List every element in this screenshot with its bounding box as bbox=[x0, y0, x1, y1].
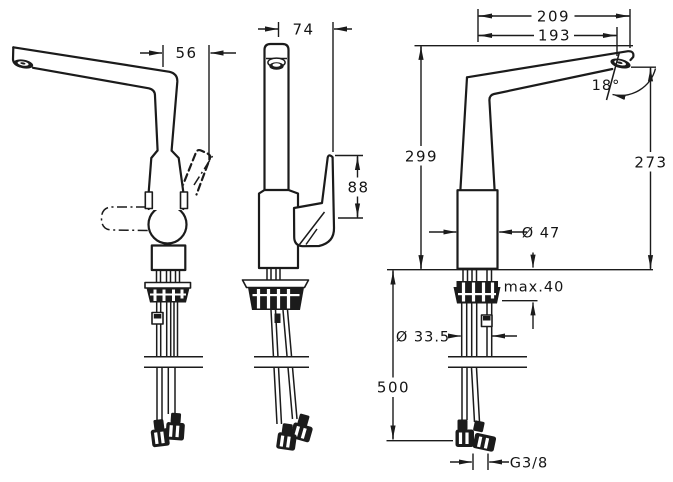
lever-ball-joint bbox=[147, 204, 188, 245]
dim-thread-size: G3/8 bbox=[450, 453, 549, 472]
mounting-flange bbox=[144, 281, 192, 289]
dim-total-height: 299 bbox=[403, 45, 633, 270]
dim-thread-size-label: G3/8 bbox=[510, 456, 549, 472]
dim-spout-angle-label: 18° bbox=[592, 78, 621, 94]
dim-front-depth-label: 74 bbox=[292, 21, 314, 39]
spout-column bbox=[263, 42, 290, 191]
hose-connector bbox=[455, 419, 474, 447]
view-side-spout-right: 209 193 299 273 18 bbox=[377, 7, 668, 472]
dim-spout-reach-aerator: 193 bbox=[478, 26, 618, 56]
hose-connector bbox=[472, 420, 497, 452]
housing-clip-right bbox=[179, 191, 189, 210]
housing-clip-left bbox=[144, 191, 154, 210]
dim-hose-length: 500 bbox=[377, 270, 453, 442]
hose-break-symbol bbox=[448, 355, 527, 369]
spout-outline bbox=[465, 50, 635, 79]
dim-lever-height: 88 bbox=[335, 154, 372, 219]
dim-outlet-height: 273 bbox=[631, 66, 668, 270]
lever-ghost-raised bbox=[179, 148, 212, 196]
hose-connector bbox=[165, 412, 185, 441]
dim-max-deck-thickness-label: max.40 bbox=[504, 280, 565, 296]
mounting-flange bbox=[241, 279, 310, 289]
shank-tubes bbox=[155, 270, 181, 283]
mounting-nut bbox=[248, 287, 304, 310]
dim-spout-reach-total-label: 209 bbox=[537, 8, 570, 26]
dim-spout-angle: 18° bbox=[592, 51, 657, 101]
dim-shank-diameter-label: Ø 33.5 bbox=[396, 330, 450, 346]
lever-axis-line bbox=[193, 155, 214, 186]
dim-spout-offset-label: 56 bbox=[175, 44, 197, 62]
faucet-body bbox=[456, 189, 499, 270]
dim-max-deck-thickness: max.40 bbox=[502, 252, 565, 329]
aerator bbox=[13, 59, 34, 69]
dim-body-diameter: Ø 47 bbox=[429, 226, 560, 242]
hose-break-symbol bbox=[144, 355, 203, 369]
dim-total-height-label: 299 bbox=[405, 148, 438, 166]
dim-spout-reach-total: 209 bbox=[477, 7, 631, 48]
dim-shank-diameter: Ø 33.5 bbox=[396, 330, 517, 346]
view-front: 74 88 bbox=[241, 21, 372, 451]
supply-hoses bbox=[155, 302, 179, 356]
lever-handle bbox=[292, 154, 336, 248]
dim-hose-length-label: 500 bbox=[377, 379, 410, 397]
fixing-clip bbox=[274, 313, 281, 323]
dim-front-depth: 74 bbox=[258, 21, 352, 152]
fixing-clip bbox=[480, 314, 493, 328]
supply-hoses bbox=[460, 303, 493, 356]
faucet-base bbox=[150, 244, 187, 272]
lever-ghost-horizontal bbox=[100, 206, 153, 232]
hose-break-symbol bbox=[254, 355, 309, 369]
faucet-body bbox=[257, 188, 300, 270]
hose-connector bbox=[150, 419, 170, 448]
mounting-nut bbox=[453, 287, 501, 304]
dim-outlet-height-label: 273 bbox=[634, 154, 667, 172]
dim-lever-height-label: 88 bbox=[347, 179, 369, 197]
dim-spout-offset: 56 bbox=[140, 44, 236, 160]
dim-spout-reach-aerator-label: 193 bbox=[538, 27, 571, 45]
dim-body-diameter-label: Ø 47 bbox=[522, 226, 560, 242]
view-side-spout-left: 56 bbox=[11, 44, 236, 448]
hose-connector bbox=[276, 423, 297, 451]
